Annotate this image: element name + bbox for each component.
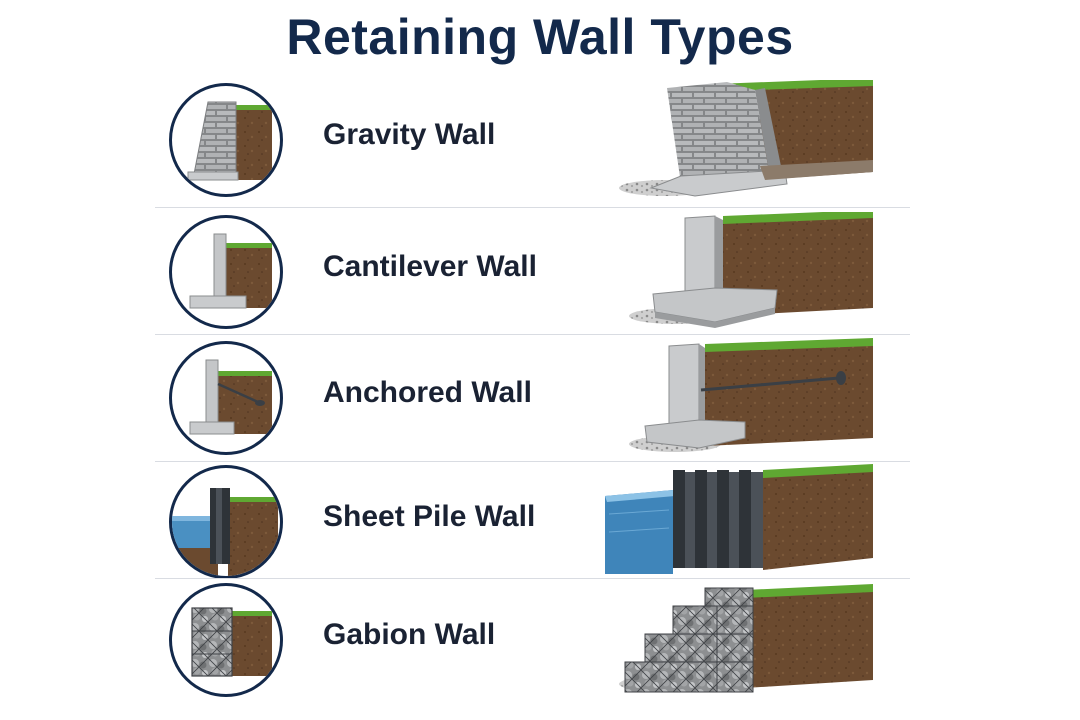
wall-type-label: Sheet Pile Wall [323,500,536,533]
gravity-wall-illustration [619,80,873,197]
row-anchored-wall: Anchored Wall [155,338,910,458]
cantilever-wall-illustration [629,212,873,328]
row-divider [155,207,910,208]
row-gabion-wall: Gabion Wall [155,580,910,700]
page-title: Retaining Wall Types [286,9,794,65]
row-divider [155,461,910,462]
cantilever-wall-icon [169,215,283,329]
gabion-wall-icon [169,583,283,697]
row-gravity-wall: Gravity Wall [155,80,910,200]
row-cantilever-wall: Cantilever Wall [155,212,910,332]
row-sheet-pile-wall: Sheet Pile Wall [155,462,910,582]
wall-type-label: Cantilever Wall [323,250,537,283]
sheet-pile-wall-icon [169,465,283,579]
gravity-wall-icon [169,83,283,197]
wall-type-label: Anchored Wall [323,376,532,409]
gabion-wall-illustration [619,584,873,693]
row-divider [155,334,910,335]
wall-type-label: Gabion Wall [323,618,496,651]
row-divider [155,578,910,579]
anchored-wall-illustration [629,338,873,452]
anchored-wall-icon [169,341,283,455]
wall-type-label: Gravity Wall [323,118,496,151]
sheet-pile-wall-illustration [605,464,873,574]
